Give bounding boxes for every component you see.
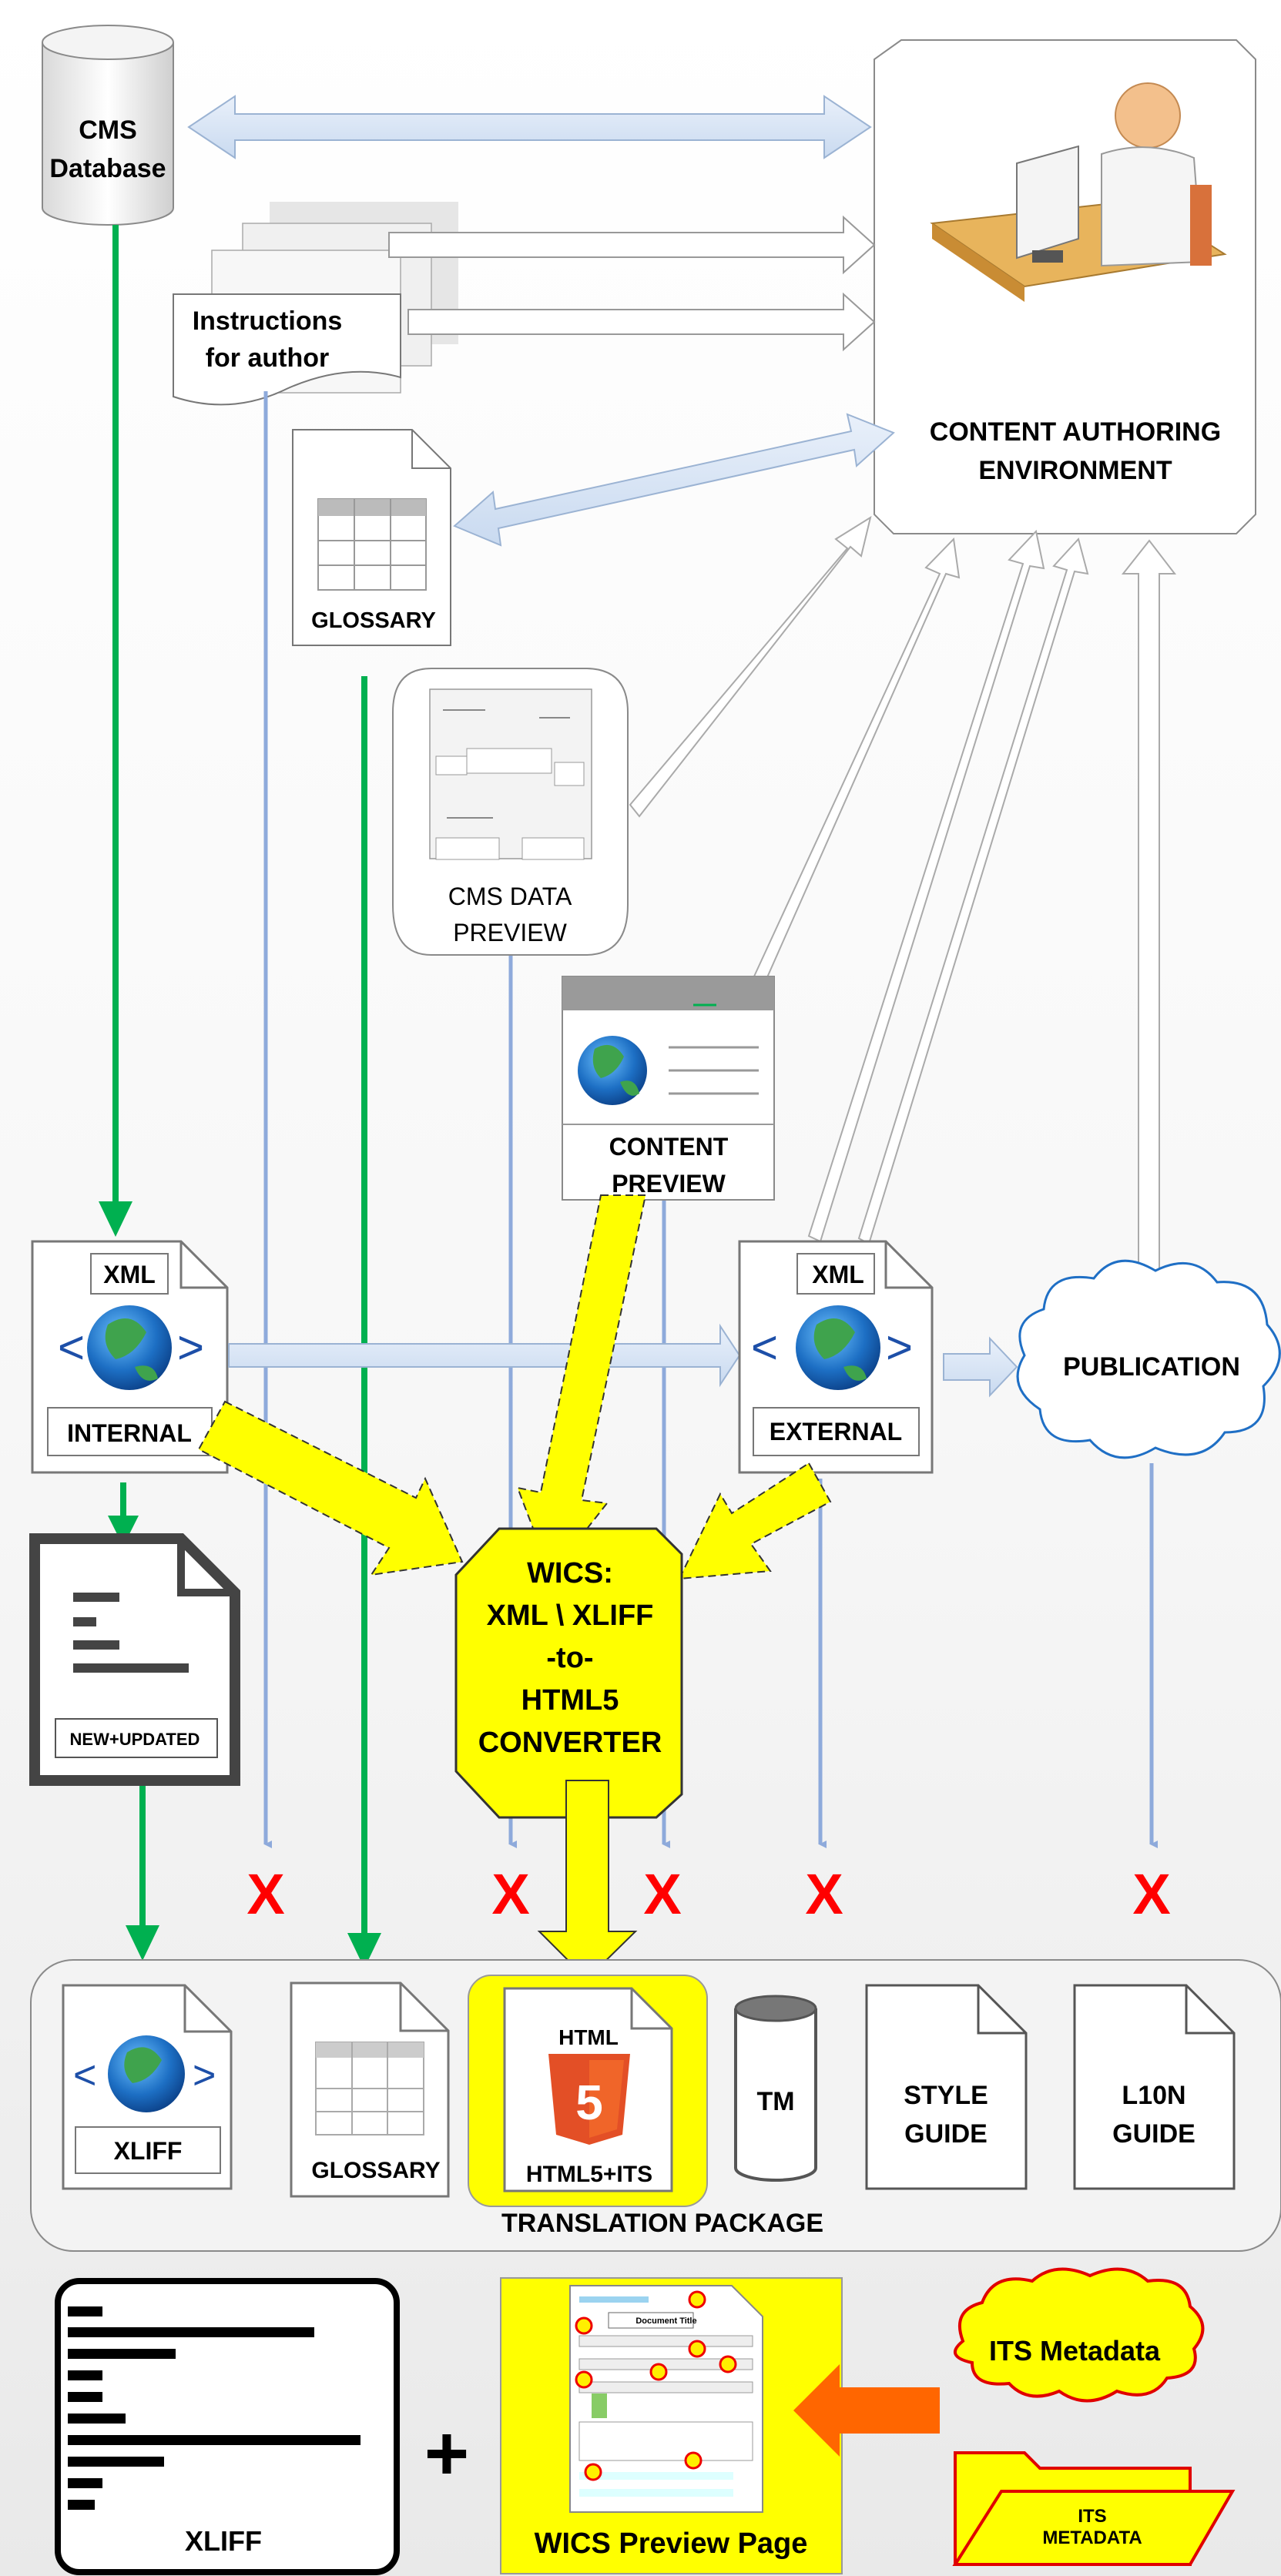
instructions-line2: for author: [206, 343, 330, 373]
tm-database-icon: [734, 1995, 817, 2182]
person-icon: [1115, 82, 1181, 149]
publication-label: PUBLICATION: [1063, 1352, 1240, 1382]
content-preview-line1: CONTENT: [609, 1133, 729, 1161]
its-metadata-folder-icon: [952, 2451, 1236, 2566]
wics-preview-thumbnail: [569, 2285, 763, 2513]
package-glossary-document: [290, 1981, 450, 2198]
glossary-authoring-arrow: [453, 413, 895, 547]
xml-external-label: EXTERNAL: [770, 1418, 902, 1445]
blocked-x-cms-preview: X: [491, 1862, 529, 1926]
translation-package-title: TRANSLATION PACKAGE: [501, 2209, 823, 2238]
blocked-x-external: X: [805, 1862, 843, 1926]
its-metadata-cloud: [953, 2267, 1205, 2403]
new-updated-document: [29, 1533, 240, 1786]
green-arrowheads: [99, 1201, 381, 1968]
html5-logo-icon: HTML 5: [548, 2025, 630, 2145]
blocked-x-publication: X: [1132, 1862, 1170, 1926]
cms-data-preview-line1: CMS DATA: [448, 883, 572, 910]
preview-doc-title: Document Title: [635, 2316, 696, 2326]
new-updated-label: NEW+UPDATED: [70, 1730, 200, 1749]
cms-database-line1: CMS: [79, 116, 137, 145]
style-guide-document: [865, 1984, 1028, 2190]
converter-line5: CONVERTER: [478, 1727, 662, 1759]
content-preview-line2: PREVIEW: [612, 1170, 726, 1198]
glossary-document-icon: [292, 429, 451, 646]
chevron-right-icon: >: [177, 1321, 204, 1373]
authoring-env-line1: CONTENT AUTHORING: [930, 417, 1221, 447]
plus-sign: +: [424, 2410, 469, 2497]
green-flow-lines: [112, 225, 367, 1941]
metadata-arrow: [793, 2364, 940, 2457]
internal-external-arrow: [228, 1323, 741, 1388]
db-authoring-arrow: [187, 95, 872, 159]
blocked-markers: X X X X X: [246, 1862, 1170, 1926]
package-xliff-label: XLIFF: [114, 2137, 183, 2165]
instructions-arrow-2: [407, 292, 876, 352]
l10n-guide-line1: L10N: [1122, 2081, 1185, 2110]
wics-preview-label: WICS Preview Page: [535, 2527, 808, 2560]
style-guide-line1: STYLE: [904, 2081, 988, 2110]
converter-line3: -to-: [546, 1642, 593, 1674]
blocked-x-instructions: X: [246, 1862, 284, 1926]
package-html5-document: HTML 5: [503, 1987, 673, 2192]
content-preview-card: [562, 976, 775, 1201]
external-publication-arrow: [943, 1336, 1018, 1398]
package-xliff-document: < >: [62, 1984, 233, 2190]
chevron-right-icon: >: [193, 2053, 216, 2098]
chevron-left-icon: <: [751, 1321, 778, 1373]
cms-database-line2: Database: [49, 154, 166, 183]
instructions-line1: Instructions: [193, 307, 343, 336]
cms-data-preview-card: [392, 668, 629, 956]
html5-logo-badge: HTML: [558, 2025, 619, 2049]
xml-internal-document: < >: [31, 1240, 229, 1474]
chevron-right-icon: >: [886, 1321, 913, 1373]
xml-external-tag: XML: [812, 1261, 864, 1288]
its-folder-line2: METADATA: [1042, 2527, 1142, 2548]
package-html5-label: HTML5+ITS: [526, 2162, 652, 2187]
style-guide-line2: GUIDE: [904, 2119, 988, 2149]
xml-external-document: < >: [738, 1240, 934, 1474]
package-tm-label: TM: [756, 2087, 794, 2116]
glossary-top-label: GLOSSARY: [311, 608, 436, 633]
xliff-file-panel: [55, 2278, 400, 2575]
publication-cloud: [1016, 1259, 1281, 1459]
authoring-env-line2: ENVIRONMENT: [978, 456, 1172, 485]
yellow-input-arrows: [197, 1194, 832, 1580]
converter-line4: HTML5: [521, 1684, 619, 1717]
l10n-guide-line2: GUIDE: [1112, 2119, 1195, 2149]
xml-internal-label: INTERNAL: [67, 1419, 192, 1447]
instructions-arrow-1: [388, 215, 876, 275]
xml-internal-tag: XML: [103, 1261, 156, 1288]
chevron-left-icon: <: [58, 1321, 85, 1373]
blocked-x-content-preview: X: [643, 1862, 681, 1926]
package-glossary-label: GLOSSARY: [311, 2158, 440, 2183]
wics-converter: [454, 1527, 683, 1819]
white-arrows-to-authoring: [629, 515, 1177, 1279]
l10n-guide-document: [1073, 1984, 1236, 2190]
its-folder-line1: ITS: [1078, 2506, 1106, 2527]
html5-logo-number: 5: [575, 2075, 603, 2130]
converter-output-arrow: [537, 1780, 638, 1981]
bottom-xliff-label: XLIFF: [185, 2525, 262, 2557]
converter-line1: WICS:: [527, 1557, 613, 1589]
its-metadata-cloud-label: ITS Metadata: [989, 2335, 1161, 2367]
converter-line2: XML \ XLIFF: [487, 1600, 654, 1632]
cms-database-icon: [42, 25, 174, 226]
cms-data-preview-line2: PREVIEW: [453, 919, 567, 946]
chevron-left-icon: <: [73, 2053, 96, 2098]
authoring-environment: [874, 39, 1256, 534]
